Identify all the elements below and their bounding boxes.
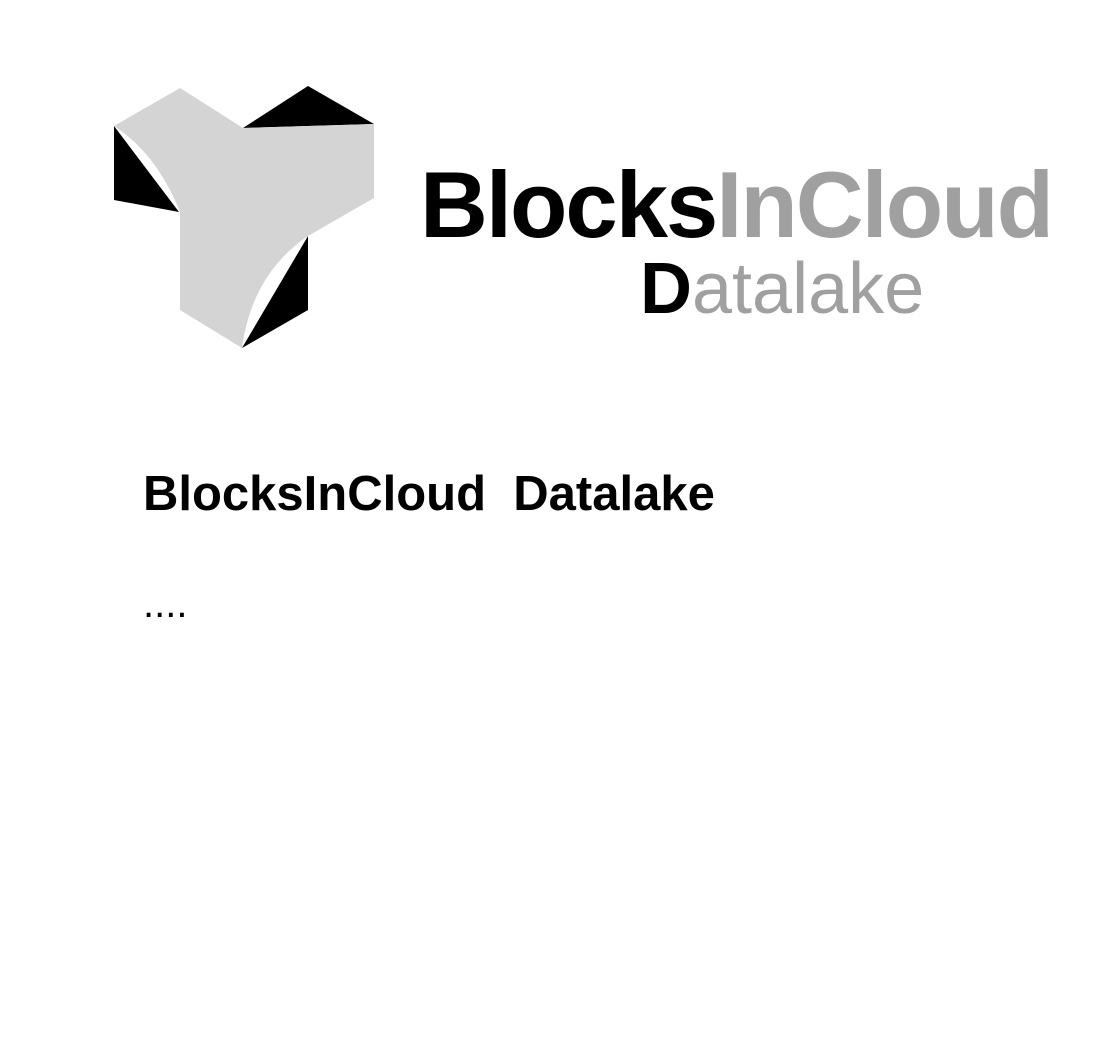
blocks-cube-logo-icon bbox=[112, 84, 376, 350]
page-title: BlocksInCloud Datalake bbox=[143, 467, 715, 521]
brand-wordmark: BlocksInCloud Datalake bbox=[420, 150, 1060, 340]
wordmark-incloud: InCloud bbox=[716, 152, 1054, 257]
wordmark-datalake-rest: atalake bbox=[692, 249, 925, 329]
wordmark-blocks: Blocks bbox=[420, 152, 718, 257]
wordmark-line-2: Datalake bbox=[640, 246, 924, 332]
wordmark-datalake-initial: D bbox=[640, 249, 692, 329]
body-text: .... bbox=[143, 582, 188, 626]
wordmark-line-1: BlocksInCloud bbox=[420, 150, 1054, 260]
